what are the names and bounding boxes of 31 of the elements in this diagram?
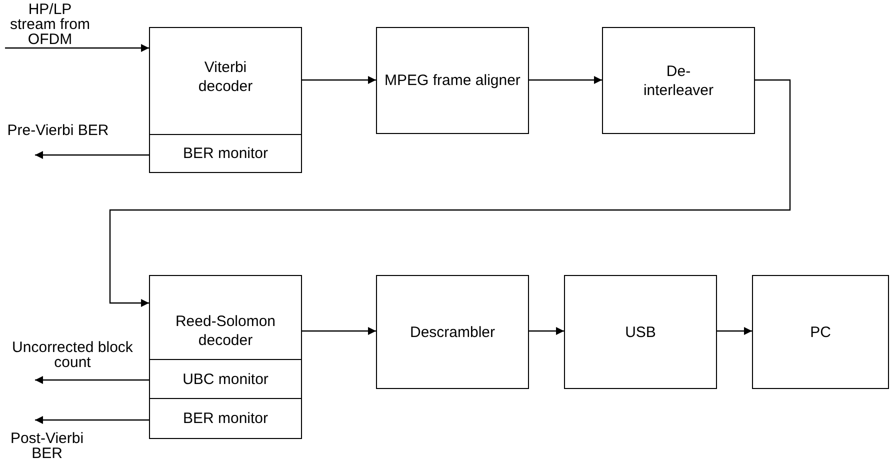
box-label: Reed-Solomon decoder <box>174 312 277 350</box>
box-label: UBC monitor <box>182 370 268 388</box>
arrow <box>302 76 376 84</box>
process-box <box>752 275 889 389</box>
flow-label: HP/LP stream from OFDM <box>8 2 91 46</box>
box-label: BER monitor <box>182 144 268 163</box>
box-label: PC <box>810 322 831 342</box>
box-label: BER monitor <box>182 409 268 428</box>
arrow <box>529 76 602 84</box>
arrow <box>109 79 791 307</box>
flow-label: Uncorrected block count <box>11 340 134 370</box>
box-label: Viterbi decoder <box>197 58 254 96</box>
arrow <box>529 327 564 335</box>
process-box <box>149 275 302 439</box>
arrow <box>302 327 376 335</box>
flow-label: Pre-Vierbi BER <box>7 122 109 138</box>
process-box <box>376 275 529 389</box>
box-label: Descrambler <box>410 322 496 342</box>
arrow <box>35 151 149 159</box>
process-box <box>602 27 755 134</box>
arrow <box>717 327 752 335</box>
box-label: USB <box>625 322 656 342</box>
box-label: De- interleaver <box>642 62 715 100</box>
process-box <box>564 275 717 389</box>
box-label: MPEG frame aligner <box>384 71 520 90</box>
process-box <box>149 27 302 173</box>
arrow <box>35 416 149 424</box>
arrow <box>5 44 149 52</box>
flow-label: Post-Vierbi BER <box>9 431 85 461</box>
process-box <box>376 27 529 134</box>
arrow <box>35 376 149 384</box>
